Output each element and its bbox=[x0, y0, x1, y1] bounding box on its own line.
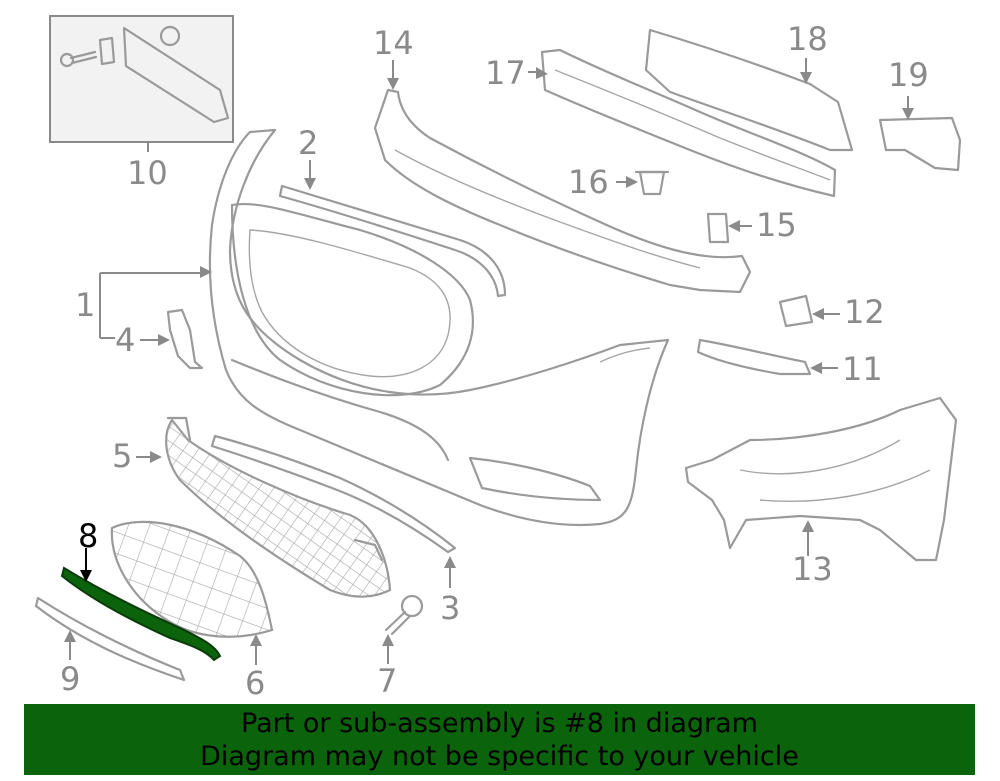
callout-3: 3 bbox=[440, 589, 460, 627]
part-3-trim-strip[interactable] bbox=[210, 434, 457, 554]
part-18-absorber[interactable] bbox=[644, 28, 854, 152]
part-4-clip[interactable] bbox=[166, 308, 204, 370]
callout-12: 12 bbox=[844, 293, 885, 331]
callout-16: 16 bbox=[568, 163, 609, 201]
clip-icon bbox=[98, 36, 116, 66]
part-6-side-grille[interactable] bbox=[110, 520, 274, 638]
part-14-absorber[interactable] bbox=[373, 88, 752, 294]
callout-9: 9 bbox=[60, 660, 80, 698]
callout-19: 19 bbox=[888, 56, 929, 94]
part-1-bumper-cover[interactable] bbox=[208, 128, 670, 527]
callout-4: 4 bbox=[115, 321, 135, 359]
callout-13: 13 bbox=[792, 550, 833, 588]
part-5-grille[interactable] bbox=[165, 416, 392, 598]
callout-15: 15 bbox=[756, 206, 797, 244]
callout-17: 17 bbox=[485, 54, 526, 92]
part-7-bolt[interactable] bbox=[384, 594, 424, 636]
part-8-trim-highlighted[interactable] bbox=[60, 566, 222, 662]
part-9-trim[interactable] bbox=[34, 596, 186, 682]
callout-6: 6 bbox=[245, 664, 265, 700]
part-16-pin[interactable] bbox=[634, 170, 670, 196]
notice-line-2: Diagram may not be specific to your vehi… bbox=[200, 740, 799, 772]
callout-1: 1 bbox=[75, 286, 95, 324]
callout-10: 10 bbox=[127, 154, 168, 192]
part-11-bracket[interactable] bbox=[696, 338, 812, 376]
notice-line-1: Part or sub-assembly is #8 in diagram bbox=[241, 707, 758, 739]
callout-18: 18 bbox=[787, 20, 828, 58]
part-2-molding[interactable] bbox=[278, 184, 507, 298]
part-17-reinforcement[interactable] bbox=[540, 48, 837, 198]
callout-14: 14 bbox=[373, 24, 414, 62]
part-13-side-bracket[interactable] bbox=[684, 396, 958, 562]
nut-icon bbox=[159, 25, 181, 47]
callout-2: 2 bbox=[298, 124, 318, 162]
license-bracket bbox=[122, 26, 230, 124]
part-10-inset[interactable] bbox=[49, 15, 234, 152]
notice-banner: Part or sub-assembly is #8 in diagram Di… bbox=[24, 704, 975, 775]
screw-icon bbox=[59, 50, 98, 68]
callout-11: 11 bbox=[842, 350, 883, 388]
part-19-bracket[interactable] bbox=[878, 116, 962, 172]
leader-1 bbox=[99, 272, 200, 339]
callout-8: 8 bbox=[78, 517, 98, 555]
part-12-bracket[interactable] bbox=[778, 294, 814, 328]
parts-diagram: 1 2 3 4 5 6 7 8 9 10 11 12 13 14 15 16 1… bbox=[34, 15, 962, 700]
callout-5: 5 bbox=[112, 437, 132, 475]
callout-7: 7 bbox=[377, 662, 397, 700]
part-15-clip[interactable] bbox=[706, 212, 730, 244]
